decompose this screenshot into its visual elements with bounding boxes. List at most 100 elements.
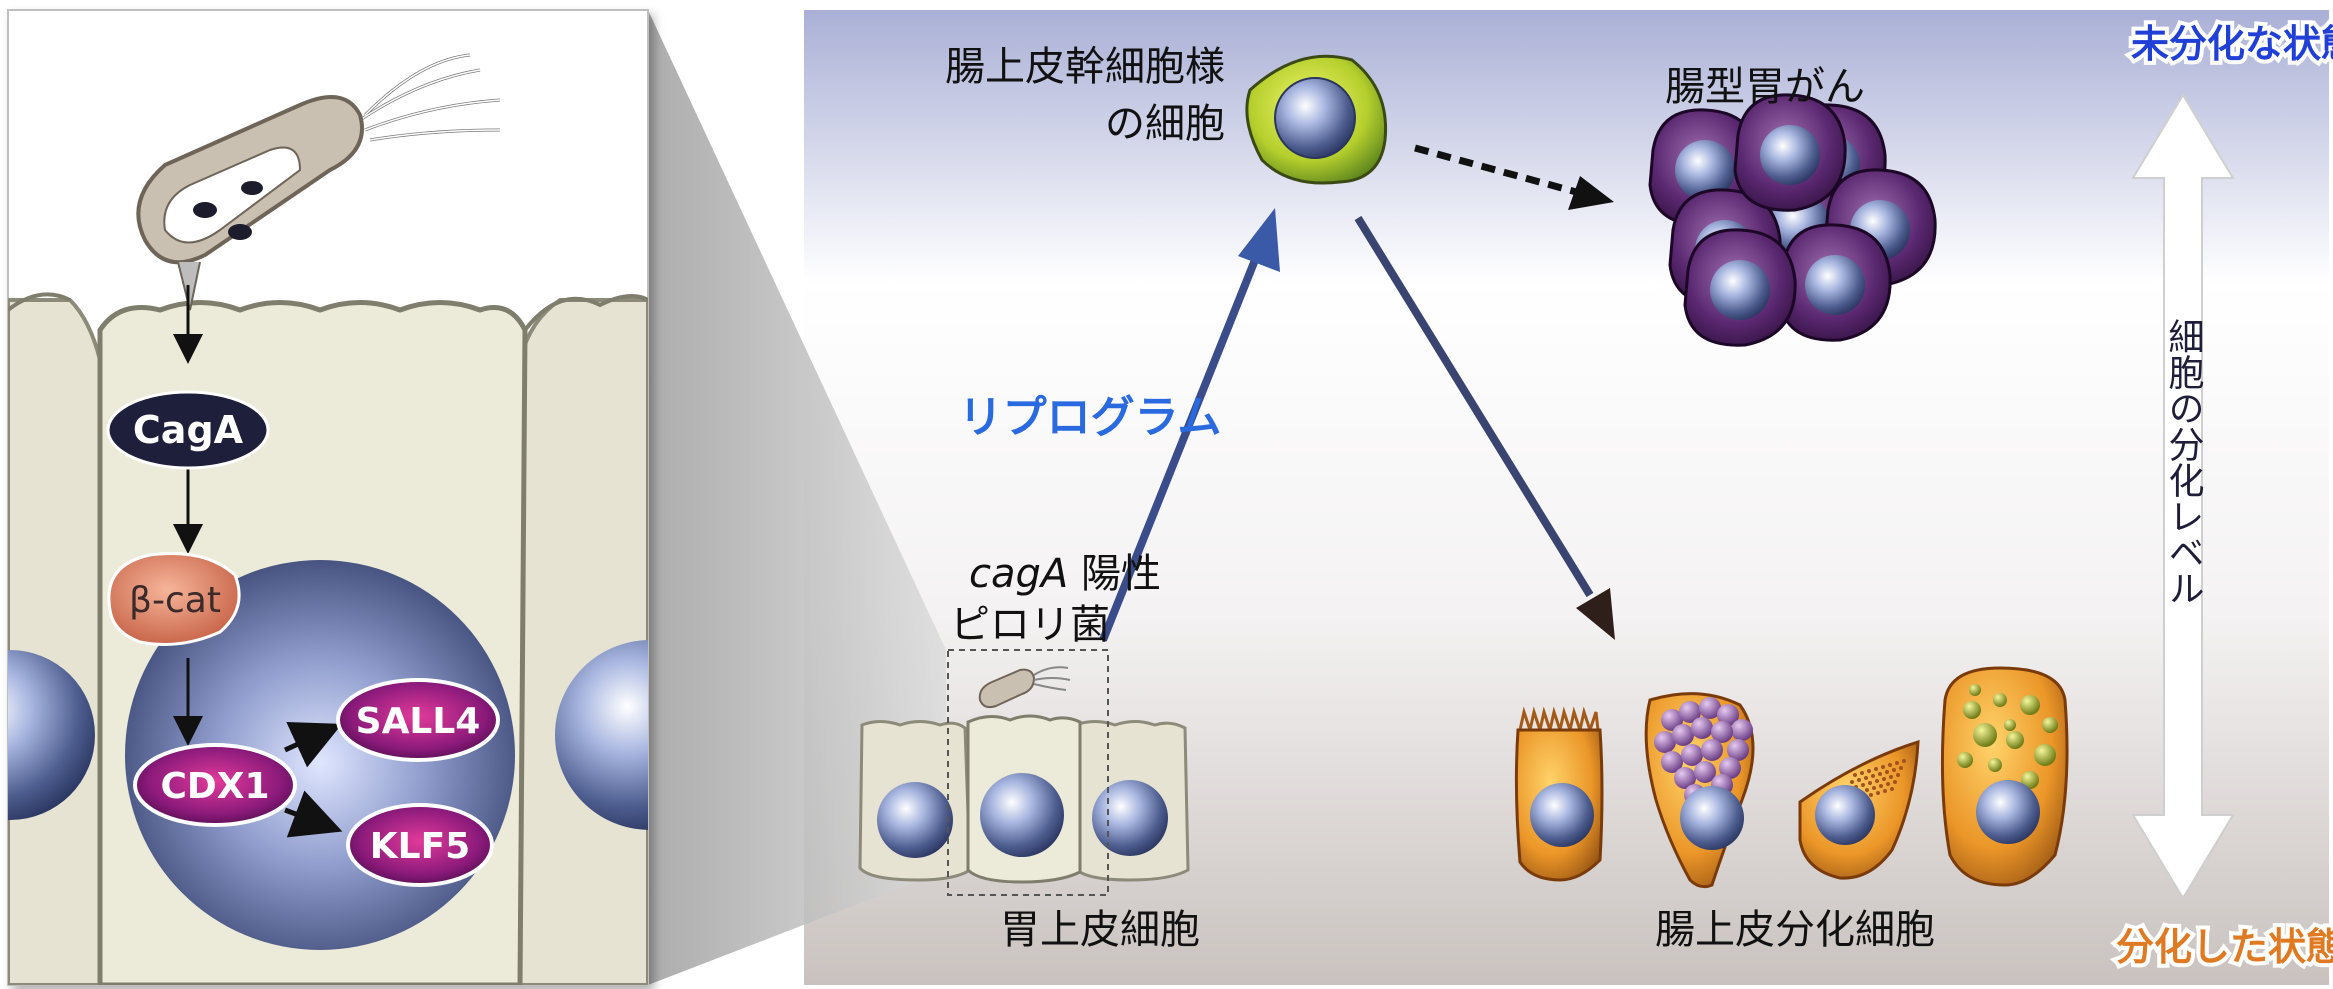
secretory-granule xyxy=(1672,724,1694,746)
cancer-cell-nucleus xyxy=(1805,255,1865,315)
scale-double-arrow xyxy=(2131,93,2235,900)
cdx1-label: CDX1 xyxy=(160,766,269,807)
paneth-granule xyxy=(1969,684,1981,696)
cancer-cell-nucleus xyxy=(1710,260,1770,320)
secretory-granule xyxy=(1681,744,1703,766)
granule-dot xyxy=(1889,775,1893,779)
granule-dot xyxy=(1875,779,1879,783)
scale-top-label: 未分化な状態 xyxy=(2131,22,2333,66)
cancer-cell-nucleus xyxy=(1675,140,1735,200)
granule-dot xyxy=(1857,778,1861,782)
granule-dot xyxy=(1865,788,1869,792)
secretory-granule xyxy=(1654,731,1676,753)
secretory-granule xyxy=(1719,757,1741,779)
enteroendocrine-cell xyxy=(1798,739,1920,880)
granule-dot xyxy=(1888,763,1892,767)
secretory-granule xyxy=(1701,739,1723,761)
beta-cat-label: β-cat xyxy=(129,580,221,621)
helicobacter-pylori-bacterium xyxy=(136,53,501,311)
granule-dot xyxy=(1861,783,1865,787)
epithelial-cell-left xyxy=(8,298,102,985)
granule-dot xyxy=(1899,766,1903,770)
granule-dot xyxy=(1871,774,1875,778)
granule-dot xyxy=(1867,769,1871,773)
paneth-cell xyxy=(1940,666,2069,887)
differentiation-scale: 未分化な状態 分化した状態 細胞の分化レベル xyxy=(2112,18,2333,973)
apical-membrane xyxy=(8,292,648,332)
paneth-granule xyxy=(1993,693,2007,707)
progression-dashed-arrow xyxy=(1414,144,1614,210)
stem-cell-label-line2: の細胞 xyxy=(1105,101,1225,147)
paneth-granule xyxy=(2021,771,2039,789)
cancer-cell-nucleus xyxy=(1760,125,1820,185)
granule-dot xyxy=(1886,782,1890,786)
caga-gene-italic: cagA xyxy=(969,551,1068,597)
secretory-granule xyxy=(1691,717,1713,739)
caga-label: CagA xyxy=(133,408,244,452)
beta-catenin: β-cat xyxy=(107,552,241,646)
pathway-arrows xyxy=(173,285,343,838)
paneth-granule xyxy=(1988,758,2002,772)
granule-dot xyxy=(1895,761,1899,765)
differentiation-arrow xyxy=(1354,215,1615,640)
zoom-box xyxy=(947,649,1109,896)
cdx1-factor: CDX1 xyxy=(133,743,297,827)
granule-dot xyxy=(1876,791,1880,795)
positive-text: 陽性 xyxy=(1068,551,1161,597)
left-panel: CagA β-cat CDX1 SALL4 KLF5 xyxy=(7,9,649,986)
secretory-granule xyxy=(1699,697,1721,719)
granule-dot xyxy=(1885,770,1889,774)
secretory-granule xyxy=(1717,704,1739,726)
granule-dot xyxy=(1868,781,1872,785)
secretory-granule xyxy=(1679,701,1701,723)
granule-dot xyxy=(1878,772,1882,776)
granule-dot xyxy=(1864,776,1868,780)
paneth-granule xyxy=(2042,717,2058,733)
secretory-granule xyxy=(1731,719,1753,741)
nucleus-left-cell xyxy=(8,650,95,820)
sall4-factor: SALL4 xyxy=(336,678,500,762)
scale-axis-label: 細胞の分化レベル xyxy=(2163,318,2204,606)
klf5-label: KLF5 xyxy=(370,826,470,867)
paneth-granule xyxy=(2006,731,2024,749)
intestinal-cells-label: 腸上皮分化細胞 xyxy=(1655,907,1935,953)
stem-cell-label-line1: 腸上皮幹細胞様 xyxy=(945,44,1225,90)
paneth-granule xyxy=(1957,752,1973,768)
granule-dot xyxy=(1853,773,1857,777)
stem-cell-like-cell xyxy=(1245,54,1388,185)
paneth-granule xyxy=(2034,744,2056,766)
granule-dot xyxy=(1879,784,1883,788)
granule-dot xyxy=(1902,759,1906,763)
nucleus-right-cell xyxy=(555,640,648,830)
caga-protein: CagA xyxy=(106,390,270,470)
granule-dot xyxy=(1869,793,1873,797)
scale-bottom-label: 分化した状態 xyxy=(2116,925,2333,969)
paneth-granule xyxy=(2020,695,2040,715)
bacteria-label-line1: cagA 陽性 xyxy=(969,551,1161,597)
granule-dot xyxy=(1893,780,1897,784)
enterocyte xyxy=(1514,706,1604,882)
reprogram-arrow xyxy=(1099,208,1280,642)
reprogram-label: リプログラム xyxy=(959,392,1222,443)
granule-dot xyxy=(1874,767,1878,771)
bacteria-label-line2: ピロリ菌 xyxy=(950,602,1110,648)
paneth-granule xyxy=(1963,701,1981,719)
granule-dot xyxy=(1892,768,1896,772)
granule-dot xyxy=(1860,771,1864,775)
intestinal-type-gastric-cancer-cluster xyxy=(1648,93,1937,347)
granule-dot xyxy=(1882,777,1886,781)
secretory-granule xyxy=(1694,761,1716,783)
secretory-granule xyxy=(1674,767,1696,789)
granule-dot xyxy=(1872,786,1876,790)
granule-dot xyxy=(1883,789,1887,793)
cancer-label: 腸型胃がん xyxy=(1665,64,1865,110)
paneth-granule xyxy=(2004,719,2016,731)
klf5-factor: KLF5 xyxy=(346,803,494,887)
granule-dot xyxy=(1850,780,1854,784)
secretory-granule xyxy=(1661,751,1683,773)
gastric-cells-label: 胃上皮細胞 xyxy=(1000,907,1200,953)
granule-dot xyxy=(1881,765,1885,769)
granule-dot xyxy=(1890,787,1894,791)
secretory-granule xyxy=(1727,739,1749,761)
